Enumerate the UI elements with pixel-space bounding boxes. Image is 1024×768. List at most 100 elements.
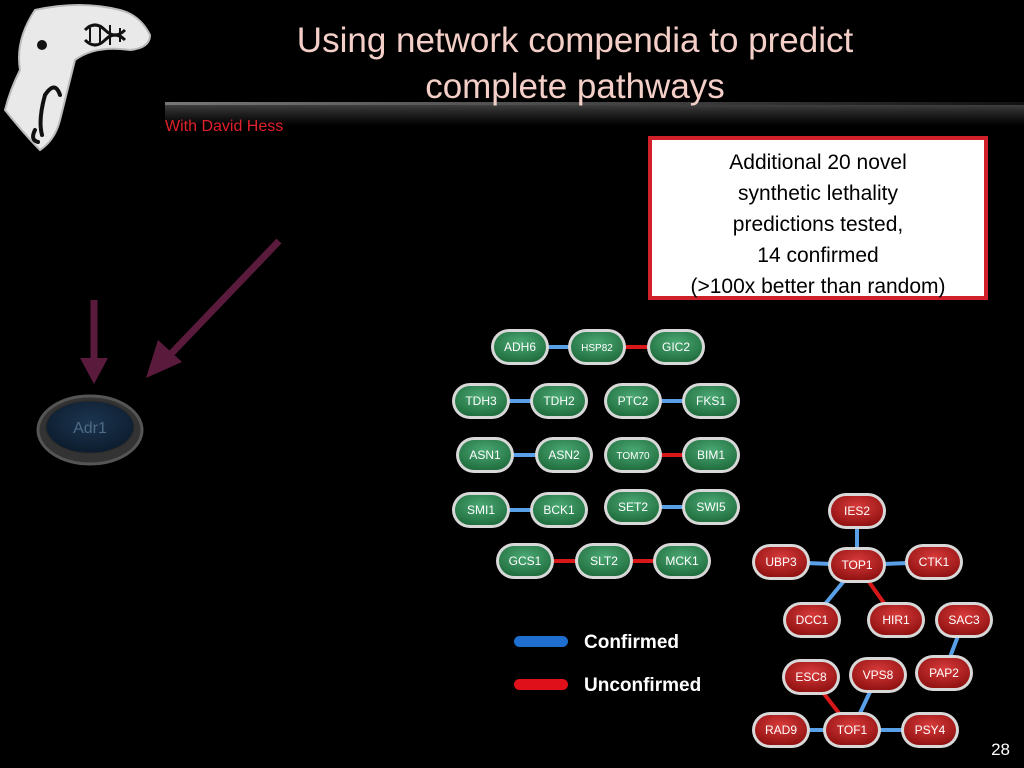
- gene-node: HIR1: [867, 602, 925, 638]
- gene-label: SLT2: [590, 554, 618, 568]
- gene-label: GCS1: [509, 554, 542, 568]
- gene-node-body: [786, 605, 838, 635]
- gene-label: ESC8: [795, 670, 827, 684]
- gene-label: PSY4: [915, 723, 946, 737]
- gene-node: VPS8: [849, 657, 907, 693]
- logo: [3, 4, 152, 152]
- gene-node: TOM70: [604, 437, 662, 473]
- arrows: [80, 238, 282, 384]
- gene-node: SET2: [604, 489, 662, 525]
- adr1-label: Adr1: [73, 420, 107, 437]
- gene-node-body: [607, 386, 659, 416]
- gene-label: VPS8: [863, 668, 894, 682]
- gene-label: CTK1: [919, 555, 950, 569]
- gene-node-body: [852, 660, 904, 690]
- gene-node: SWI5: [682, 489, 740, 525]
- gene-node-body: [650, 332, 702, 362]
- gene-node: TOF1: [823, 712, 881, 748]
- gene-node: HSP82: [568, 329, 626, 365]
- gene-label: IES2: [844, 504, 870, 518]
- gene-label: ADH6: [504, 340, 536, 354]
- gene-node: TDH2: [530, 383, 588, 419]
- callout-line: synthetic lethality: [738, 182, 898, 205]
- gene-node-body: [455, 386, 507, 416]
- gene-label: TOP1: [841, 558, 872, 572]
- gene-node-body: [499, 546, 551, 576]
- gene-node-body: [755, 547, 807, 577]
- gene-node: ASN1: [456, 437, 514, 473]
- gene-node: PTC2: [604, 383, 662, 419]
- arrow-diagonal: [165, 238, 282, 360]
- gene-node-body: [656, 546, 708, 576]
- slide-subtitle: With David Hess: [165, 118, 284, 135]
- gene-label: ASN2: [548, 448, 580, 462]
- gene-label: SWI5: [696, 500, 726, 514]
- callout-line: Additional 20 novel: [729, 151, 907, 174]
- callout-line: predictions tested,: [732, 213, 904, 236]
- gene-node: ESC8: [782, 659, 840, 695]
- gene-node-body: [607, 440, 659, 470]
- title-line-1: Using network compendia to predict: [296, 21, 854, 60]
- gene-node: TOP1: [828, 547, 886, 583]
- gene-node-body: [685, 492, 737, 522]
- gene-node: GCS1: [496, 543, 554, 579]
- gene-node-body: [578, 546, 630, 576]
- gene-label: HIR1: [882, 613, 910, 627]
- gene-label: BCK1: [543, 503, 575, 517]
- gene-node: RAD9: [752, 712, 810, 748]
- callout-box: Additional 20 novel synthetic lethality …: [648, 136, 988, 300]
- gene-node-body: [494, 332, 546, 362]
- gene-node-body: [538, 440, 590, 470]
- gene-node: BCK1: [530, 492, 588, 528]
- gene-label: ASN1: [469, 448, 501, 462]
- gene-label: TDH3: [465, 394, 497, 408]
- legend-unconfirmed-line: [514, 679, 568, 690]
- gene-node-body: [607, 492, 659, 522]
- gene-node-body: [938, 605, 990, 635]
- gene-label: UBP3: [765, 555, 797, 569]
- gene-node: TDH3: [452, 383, 510, 419]
- gene-node: ASN2: [535, 437, 593, 473]
- gene-label: TOM70: [616, 451, 650, 462]
- gene-node: IES2: [828, 493, 886, 529]
- header-bar: [165, 102, 1024, 126]
- gene-node: ADH6: [491, 329, 549, 365]
- gene-node-body: [918, 658, 970, 688]
- gene-node: SLT2: [575, 543, 633, 579]
- gene-node-body: [831, 550, 883, 580]
- gene-node-body: [904, 715, 956, 745]
- gene-label: TOF1: [837, 723, 868, 737]
- gene-node: UBP3: [752, 544, 810, 580]
- gene-label: MCK1: [665, 554, 699, 568]
- legend-confirmed-label: Confirmed: [584, 632, 679, 653]
- gene-node-body: [571, 332, 623, 362]
- legend-confirmed-line: [514, 636, 568, 647]
- gene-node-body: [533, 495, 585, 525]
- title-line-2: complete pathways: [425, 66, 725, 106]
- gene-node-body: [533, 386, 585, 416]
- gene-node: GIC2: [647, 329, 705, 365]
- gene-label: DCC1: [796, 613, 829, 627]
- gene-label: HSP82: [581, 343, 613, 354]
- gene-label: SET2: [618, 500, 648, 514]
- callout-line: 14 confirmed: [757, 244, 879, 267]
- gene-label: BIM1: [697, 448, 725, 462]
- gene-label: RAD9: [765, 723, 797, 737]
- legend-unconfirmed-label: Unconfirmed: [584, 675, 702, 696]
- gene-node: BIM1: [682, 437, 740, 473]
- gene-node-body: [459, 440, 511, 470]
- gene-label: GIC2: [662, 340, 690, 354]
- gene-node-body: [685, 440, 737, 470]
- gene-node-body: [908, 547, 960, 577]
- gene-node: DCC1: [783, 602, 841, 638]
- gene-node: PAP2: [915, 655, 973, 691]
- gene-label: SMI1: [467, 503, 495, 517]
- gene-node: SMI1: [452, 492, 510, 528]
- gene-node-body: [455, 495, 507, 525]
- arrow-diagonal-head: [146, 340, 182, 378]
- adr1-node: Adr1: [36, 394, 144, 466]
- gene-node: CTK1: [905, 544, 963, 580]
- callout-line: (>100x better than random): [690, 275, 946, 298]
- gene-node-body: [755, 715, 807, 745]
